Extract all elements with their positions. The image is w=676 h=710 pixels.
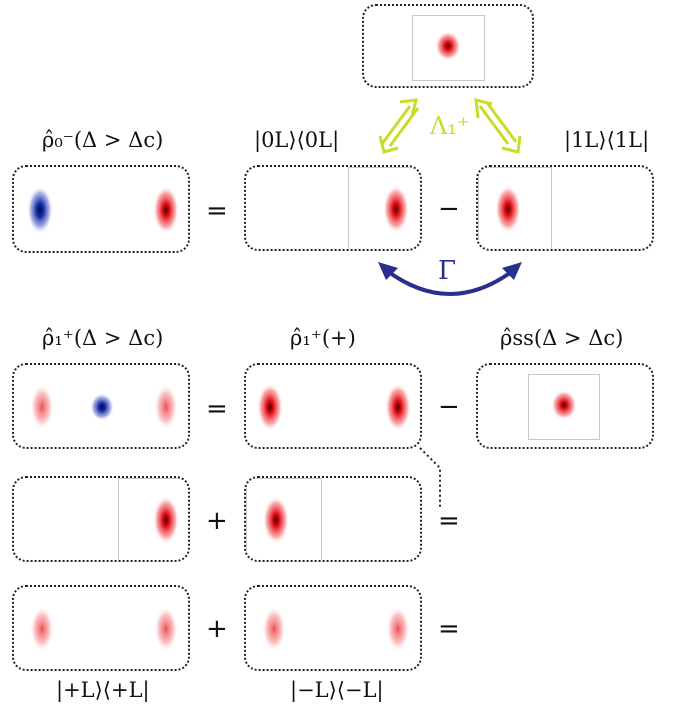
red-half-blob (495, 185, 521, 233)
panel-rho1-plus (12, 363, 190, 449)
plus-sign: + (206, 506, 228, 536)
phase-space-field (27, 186, 179, 234)
phase-space-field (30, 606, 178, 652)
interference-fringes (327, 611, 345, 647)
phase-space-window (412, 15, 485, 81)
equals-sign: = (206, 196, 228, 226)
red-half-blob (153, 496, 179, 544)
phase-space-field (257, 383, 411, 431)
minus-sign: − (438, 194, 460, 224)
lambda-label: Λ₁⁺ (430, 112, 470, 140)
ket-minus-label: |−L⟩⟨−L| (290, 678, 384, 702)
rho1-plus-plus-label: ρ̂₁⁺(+) (290, 326, 356, 350)
red-half-blob (257, 383, 283, 431)
gamma-label: Γ (438, 256, 457, 286)
minus-sign: − (438, 392, 460, 422)
panel-steady-state-top (362, 4, 534, 88)
panel-ket0 (244, 165, 422, 251)
lambda-arrows (378, 98, 522, 154)
equals-sign: = (206, 394, 228, 424)
ket-plus-label: |+L⟩⟨+L| (56, 678, 150, 702)
red-half-blob (385, 383, 411, 431)
panel-ket-plus (12, 585, 190, 671)
rho1-plus-label: ρ̂₁⁺(Δ > Δc) (42, 326, 164, 350)
panel-ket1-decomp (244, 476, 422, 562)
phase-space-field (435, 31, 461, 61)
phase-space-field (153, 496, 179, 544)
red-gaussian-blob (435, 31, 461, 61)
red-soft-blob (154, 384, 178, 430)
dotted-connector (419, 447, 441, 508)
red-soft-blob (262, 606, 286, 652)
red-half-blob (383, 185, 409, 233)
rho0-minus-label: ρ̂₀⁻(Δ > Δc) (42, 128, 164, 152)
phase-space-window (246, 478, 322, 560)
red-soft-blob (30, 384, 54, 430)
phase-space-window (348, 167, 420, 249)
panel-ket1 (476, 165, 654, 251)
red-soft-blob (30, 606, 54, 652)
phase-space-field (262, 606, 410, 652)
red-half-blob (153, 186, 179, 234)
phase-space-window (528, 374, 600, 440)
panel-ket-minus (244, 585, 422, 671)
gamma-arrow (378, 262, 522, 296)
red-gaussian-blob (551, 390, 577, 420)
phase-space-field (495, 185, 521, 233)
phase-space-field (30, 384, 178, 430)
phase-space-window (118, 478, 188, 560)
blue-gaussian-blob (90, 393, 114, 421)
phase-space-field (383, 185, 409, 233)
interference-fringes (93, 611, 111, 647)
blue-half-blob (27, 186, 53, 234)
phase-space-field (551, 390, 577, 420)
panel-rho1-plus-plus (244, 363, 422, 449)
panel-ket0-decomp (12, 476, 190, 562)
phase-space-window (478, 167, 552, 249)
ket0-label: |0L⟩⟨0L| (254, 128, 340, 152)
ket1-label: |1L⟩⟨1L| (564, 128, 650, 152)
red-half-blob (263, 496, 289, 544)
phase-space-field (263, 496, 289, 544)
panel-rho0-minus (12, 165, 190, 253)
panel-rho-ss (476, 363, 654, 449)
equals-sign: = (438, 614, 460, 644)
rho-ss-label: ρ̂ss(Δ > Δc) (500, 326, 624, 350)
red-soft-blob (154, 606, 178, 652)
red-soft-blob (386, 606, 410, 652)
plus-sign: + (206, 614, 228, 644)
equals-sign: = (438, 506, 460, 536)
